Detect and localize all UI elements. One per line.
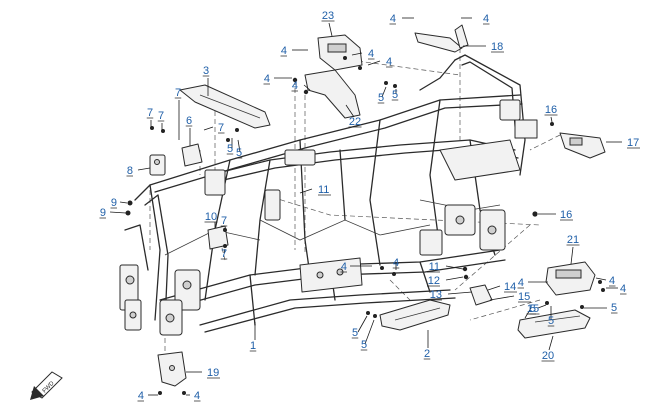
callout-c4m: 4 bbox=[138, 390, 144, 402]
callout-c5h: 5 bbox=[548, 315, 554, 327]
callout-c20: 20 bbox=[542, 350, 554, 362]
part-3-crossbar bbox=[179, 84, 271, 129]
callout-leader-c4f bbox=[367, 60, 381, 66]
main-frame bbox=[119, 54, 538, 336]
callout-c17: 17 bbox=[627, 137, 639, 149]
callout-leader-c7f bbox=[223, 248, 226, 254]
fasteners bbox=[125, 56, 605, 395]
callout-c4a: 4 bbox=[390, 13, 396, 25]
callout-leader-c11b bbox=[445, 265, 464, 270]
callout-c5f: 5 bbox=[361, 339, 367, 351]
callout-c1: 1 bbox=[250, 340, 256, 352]
callout-leader-c9a bbox=[119, 201, 128, 204]
callout-c5i: 5 bbox=[611, 302, 617, 314]
part-23-mount bbox=[317, 34, 363, 71]
callout-leader-c4d bbox=[351, 52, 363, 56]
callout-leader-c7d bbox=[203, 126, 214, 131]
part-17-bracket bbox=[559, 132, 606, 159]
callout-c21: 21 bbox=[567, 234, 579, 246]
callout-c4i: 4 bbox=[393, 257, 399, 269]
part-19-bracket bbox=[157, 351, 187, 387]
callout-c4j: 4 bbox=[518, 277, 524, 289]
callout-leader-c22 bbox=[345, 104, 355, 118]
callout-c3: 3 bbox=[203, 65, 209, 77]
callout-c13: 13 bbox=[430, 289, 442, 301]
callout-c5a: 5 bbox=[227, 143, 233, 155]
callout-c5d: 5 bbox=[392, 89, 398, 101]
callout-c4k: 4 bbox=[609, 275, 615, 287]
callout-c22: 22 bbox=[349, 116, 361, 128]
part-20-bar bbox=[517, 309, 591, 339]
callout-c8: 8 bbox=[127, 165, 133, 177]
callout-leader-c8 bbox=[137, 167, 151, 171]
part-6-bracket bbox=[181, 143, 203, 167]
callout-c19: 19 bbox=[207, 367, 219, 379]
callout-c12: 12 bbox=[428, 275, 440, 287]
callout-c2: 2 bbox=[424, 348, 430, 360]
callout-c5c: 5 bbox=[378, 92, 384, 104]
callout-leader-c16a bbox=[550, 116, 553, 123]
callout-leader-c5f bbox=[364, 319, 375, 345]
callout-c9a: 9 bbox=[111, 197, 117, 209]
alignment-lines bbox=[149, 40, 561, 355]
callout-c4d: 4 bbox=[368, 48, 374, 60]
callout-c7f: 7 bbox=[221, 248, 227, 260]
callout-leader-c5b bbox=[237, 139, 241, 153]
callout-c7a: 7 bbox=[147, 107, 153, 119]
callout-c7e: 7 bbox=[221, 215, 227, 227]
callout-leader-c5c bbox=[381, 86, 387, 98]
callout-c5g: 5 bbox=[530, 303, 536, 315]
callout-leader-c15b bbox=[524, 307, 532, 319]
callout-c4b: 4 bbox=[483, 13, 489, 25]
callout-c4n: 4 bbox=[194, 390, 200, 402]
part-10-bracket bbox=[207, 225, 229, 250]
callout-c16a: 16 bbox=[545, 104, 557, 116]
callout-c7c: 7 bbox=[175, 87, 181, 99]
callout-c6: 6 bbox=[186, 115, 192, 127]
part-8-plate bbox=[149, 154, 166, 176]
callout-c4h: 4 bbox=[341, 261, 347, 273]
callout-leader-c5e bbox=[357, 315, 368, 333]
callout-c4l: 4 bbox=[620, 283, 626, 295]
callout-leader-c15a bbox=[489, 295, 515, 301]
callout-leader-c4g bbox=[303, 84, 311, 91]
part-21-mount bbox=[545, 261, 596, 296]
callout-leader-c13 bbox=[447, 291, 473, 295]
callout-c5e: 5 bbox=[352, 327, 358, 339]
callout-leader-c4k bbox=[595, 277, 607, 281]
part-14-bracket bbox=[469, 284, 493, 306]
callout-c7b: 7 bbox=[158, 110, 164, 122]
part-2-bar bbox=[379, 299, 451, 331]
callout-leader-c21 bbox=[570, 246, 574, 265]
callout-leader-c5g bbox=[537, 304, 547, 309]
callout-c5b: 5 bbox=[236, 147, 242, 159]
callout-c18: 18 bbox=[491, 41, 503, 53]
callout-leader-c14 bbox=[487, 285, 501, 291]
callout-c23: 23 bbox=[322, 10, 334, 22]
callout-c4c: 4 bbox=[281, 45, 287, 57]
callout-c14: 14 bbox=[504, 281, 516, 293]
callout-leader-c11a bbox=[299, 188, 313, 194]
forward-direction-arrow: FWD bbox=[30, 371, 63, 400]
callout-c11b: 11 bbox=[429, 261, 440, 273]
callout-c4g: 4 bbox=[292, 80, 298, 92]
callout-c11a: 11 bbox=[318, 184, 329, 196]
callout-leader-c23 bbox=[328, 22, 333, 37]
callout-c10: 10 bbox=[205, 211, 217, 223]
part-18-bracket bbox=[414, 24, 469, 53]
callout-c9b: 9 bbox=[100, 207, 106, 219]
callout-c4e: 4 bbox=[264, 73, 270, 85]
callout-leader-c9b bbox=[109, 211, 127, 214]
callout-leader-c20 bbox=[548, 335, 554, 351]
callout-c4f: 4 bbox=[386, 56, 392, 68]
callout-c15b: 15 bbox=[527, 303, 539, 315]
callout-leader-c12 bbox=[445, 276, 464, 281]
part-22-mount bbox=[304, 69, 361, 119]
callout-c15a: 15 bbox=[518, 291, 530, 303]
callout-c7d: 7 bbox=[218, 122, 224, 134]
callout-c16b: 16 bbox=[560, 209, 572, 221]
